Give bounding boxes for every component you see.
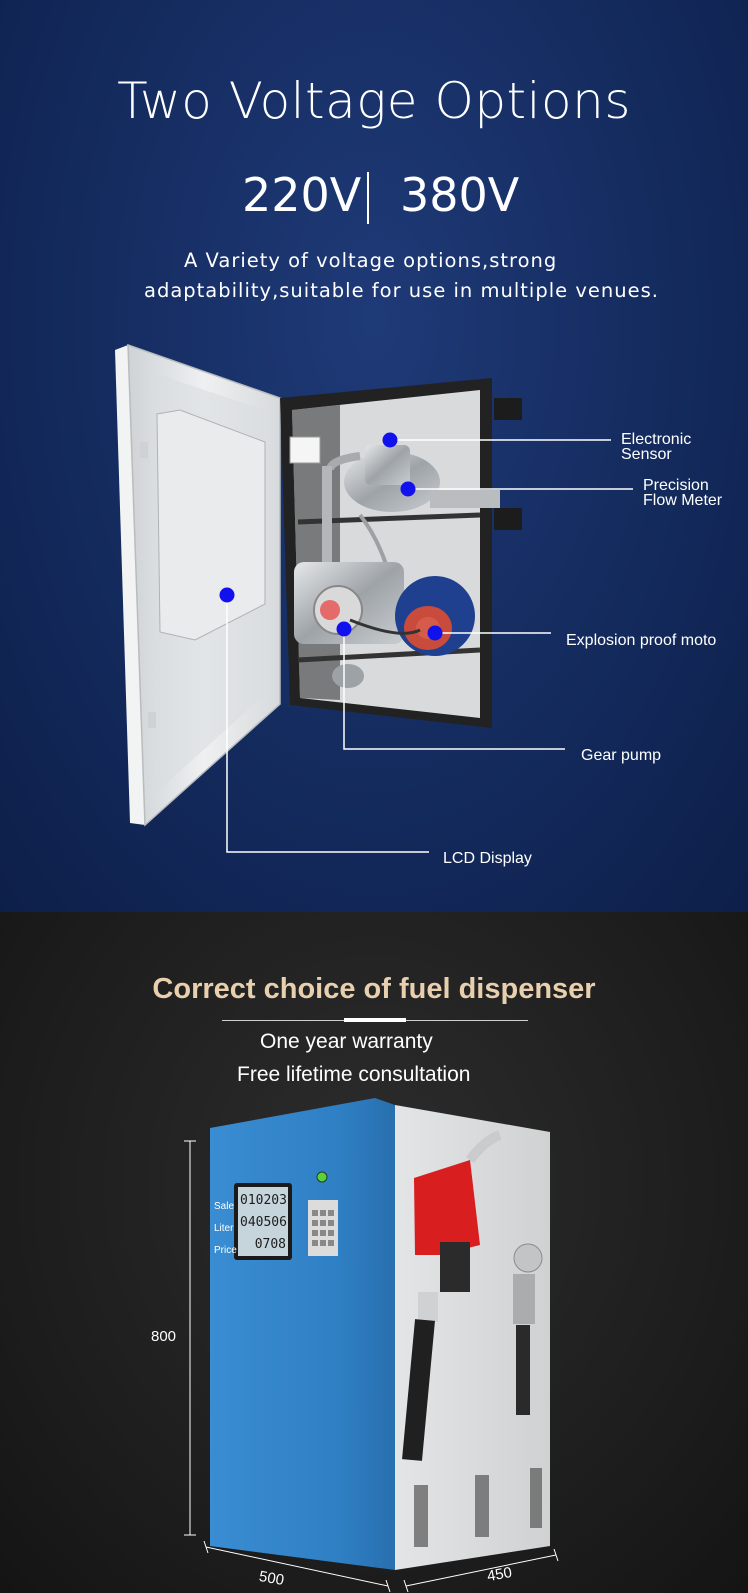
lcd-value-liter: 040506 [240, 1215, 287, 1230]
callout-sensor-line-2: Sensor [621, 446, 672, 463]
callout-meter-line-1: Precision [643, 477, 709, 494]
voltage-divider [367, 172, 369, 224]
lcd-label-price: Price [214, 1245, 237, 1256]
section-2-title: Correct choice of fuel dispenser [152, 973, 596, 1005]
fuel-nozzle [414, 1160, 480, 1255]
section-title: Two Voltage Options [117, 72, 631, 130]
description-line-1: A Variety of voltage options,strong [184, 249, 558, 272]
callout-electronic-sensor: Electronic Sensor [621, 431, 692, 463]
lcd-labels: Sale Liter Price [214, 1196, 237, 1262]
nozzle-holster [513, 1243, 543, 1273]
callout-lcd-display: LCD Display [443, 850, 532, 867]
fuel-hose [402, 1319, 435, 1461]
power-indicator-light [316, 1171, 328, 1183]
lcd-value-price: 0708 [254, 1237, 286, 1252]
callout-sensor-line-1: Electronic [621, 431, 692, 448]
callout-gear-pump: Gear pump [581, 747, 662, 764]
lcd-values: 010203 040506 0708 [240, 1190, 287, 1256]
dispenser-front-panel [210, 1098, 395, 1570]
consultation-text: Free lifetime consultation [237, 1063, 471, 1086]
title-underline-accent [344, 1018, 406, 1022]
dispenser-interior-illustration [115, 343, 522, 827]
gear-pump-dot [336, 621, 352, 637]
callout-precision-flow-meter: Precision Flow Meter [643, 477, 723, 509]
motor-dot [427, 625, 443, 641]
lcd-label-liter: Liter [214, 1223, 234, 1234]
warranty-text: One year warranty [260, 1030, 433, 1053]
lcd-label-sale: Sale [214, 1201, 235, 1212]
callout-dots [219, 432, 443, 641]
keypad [308, 1200, 338, 1256]
lcd-value-sale: 010203 [240, 1193, 287, 1208]
voltage-220: 220V [242, 168, 362, 222]
voltage-380: 380V [400, 168, 520, 222]
lcd-dot [219, 587, 235, 603]
dimension-height: 800 [151, 1328, 177, 1345]
callout-explosion-proof-motor: Explosion proof moto [566, 632, 717, 649]
callout-meter-line-2: Flow Meter [643, 492, 723, 509]
door-hinge [140, 442, 148, 458]
sensor-dot [382, 432, 398, 448]
door-display-module [156, 409, 266, 641]
description-line-2: adaptability,suitable for use in multipl… [144, 279, 659, 302]
door-hinge [148, 712, 156, 728]
flow-meter-dot [400, 481, 416, 497]
side-vents [414, 1468, 542, 1547]
dimension-lines [184, 1140, 559, 1593]
